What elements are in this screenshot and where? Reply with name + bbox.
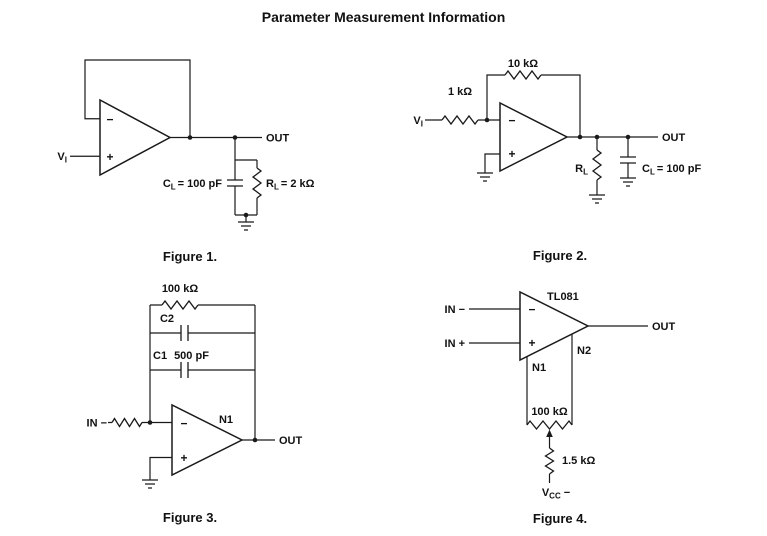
feedback-resistor-symbol (161, 299, 199, 311)
c2-label: C2 (160, 313, 174, 325)
vcc-label: VCC− (542, 487, 570, 501)
opamp-symbol (519, 290, 590, 362)
opamp-inverting-sign: − (508, 114, 515, 128)
out-label: OUT (279, 435, 303, 447)
junction-dot (594, 134, 600, 140)
vi-label: VI (413, 115, 423, 129)
resistor-symbol (544, 447, 555, 475)
opamp-inverting-sign: − (106, 113, 113, 127)
wiper-arrow-icon (546, 429, 553, 437)
wires (469, 308, 648, 483)
opamp-inverting-sign: − (180, 417, 187, 431)
junction-dot (252, 437, 258, 443)
opamp-noninverting-sign: + (180, 451, 187, 465)
c1-capacitor-symbol (180, 362, 189, 378)
opamp-symbol (171, 403, 244, 477)
ground-symbol (620, 177, 636, 187)
opamp-inverting-sign: − (528, 303, 535, 317)
out-label: OUT (652, 321, 676, 333)
junction-dot (147, 420, 153, 425)
n2-label: N2 (577, 345, 591, 357)
ground-symbol (238, 221, 254, 231)
input-resistor-symbol (111, 417, 143, 428)
in-minus-label: IN − (445, 304, 465, 316)
out-label: OUT (266, 133, 290, 145)
opamp-noninverting-sign: + (508, 147, 515, 161)
input-resistor-symbol (441, 114, 479, 126)
junction-dot (625, 134, 631, 140)
noninverting-ground-wire (484, 153, 500, 173)
resistor-label: 1.5 kΩ (562, 455, 595, 467)
junction-dot (243, 212, 249, 218)
figure-4-circuit: TL081 − + IN − IN + OUT N2 N1 100 kΩ 1.5… (445, 290, 676, 501)
cl-capacitor-symbol (620, 156, 636, 164)
rl-label: RL (575, 163, 588, 177)
figure-4: TL081 − + IN − IN + OUT N2 N1 100 kΩ 1.5… (420, 280, 700, 526)
feedback-resistor-label: 10 kΩ (508, 58, 538, 70)
figure-1-caption: Figure 1. (162, 249, 218, 264)
ground-symbol (477, 172, 493, 182)
out-label: OUT (662, 132, 686, 144)
figure-3-caption: Figure 3. (162, 510, 218, 525)
feedback-wires (486, 74, 581, 137)
input-resistor-label: 1 kΩ (448, 86, 472, 98)
rl-resistor-symbol (591, 149, 603, 181)
opamp-noninverting-sign: + (106, 150, 113, 164)
vi-label: VI (57, 151, 67, 165)
noninverting-ground-wire (149, 456, 172, 480)
opamp-symbol (99, 98, 172, 177)
feedback-wire (84, 59, 191, 138)
n1-label: N1 (219, 414, 233, 426)
in-label: IN − (87, 418, 107, 430)
figure-2-circuit: − + VI 1 kΩ 10 kΩ OUT RL CL= 100 pF (413, 58, 701, 204)
ground-symbol (589, 194, 605, 204)
figure-1-circuit: − + VI OUT CL= 100 pF RL= 2 kΩ (57, 59, 315, 231)
device-label: TL081 (547, 291, 579, 303)
potentiometer-symbol (526, 419, 573, 431)
feedback-resistor-symbol (504, 69, 542, 81)
figure-4-caption: Figure 4. (532, 511, 588, 526)
junction-dot (484, 117, 490, 123)
n1-label: N1 (532, 362, 546, 374)
resistor-symbol (251, 167, 263, 199)
figure-2-caption: Figure 2. (532, 248, 588, 263)
figure-2: − + VI 1 kΩ 10 kΩ OUT RL CL= 100 pF Figu… (400, 45, 720, 263)
junction-dot (232, 135, 238, 140)
junction-dot (187, 135, 193, 140)
figure-1: − + VI OUT CL= 100 pF RL= 2 kΩ Figure 1. (40, 40, 340, 264)
rl-value-label: RL= 2 kΩ (266, 178, 315, 192)
opamp-noninverting-sign: + (528, 336, 535, 350)
ground-symbol (142, 479, 158, 489)
feedback-resistor-label: 100 kΩ (162, 283, 199, 295)
opamp-symbol (499, 101, 569, 173)
page-title: Parameter Measurement Information (261, 9, 506, 25)
cl-value-label: CL= 100 pF (163, 178, 222, 192)
capacitor-symbol (227, 179, 243, 187)
cl-value-label: CL= 100 pF (642, 163, 701, 177)
potentiometer-label: 100 kΩ (531, 406, 568, 418)
wires (70, 59, 262, 222)
wires (108, 304, 275, 480)
c2-capacitor-symbol (180, 325, 189, 341)
junction-dot (577, 134, 583, 140)
in-plus-label: IN + (445, 338, 465, 350)
